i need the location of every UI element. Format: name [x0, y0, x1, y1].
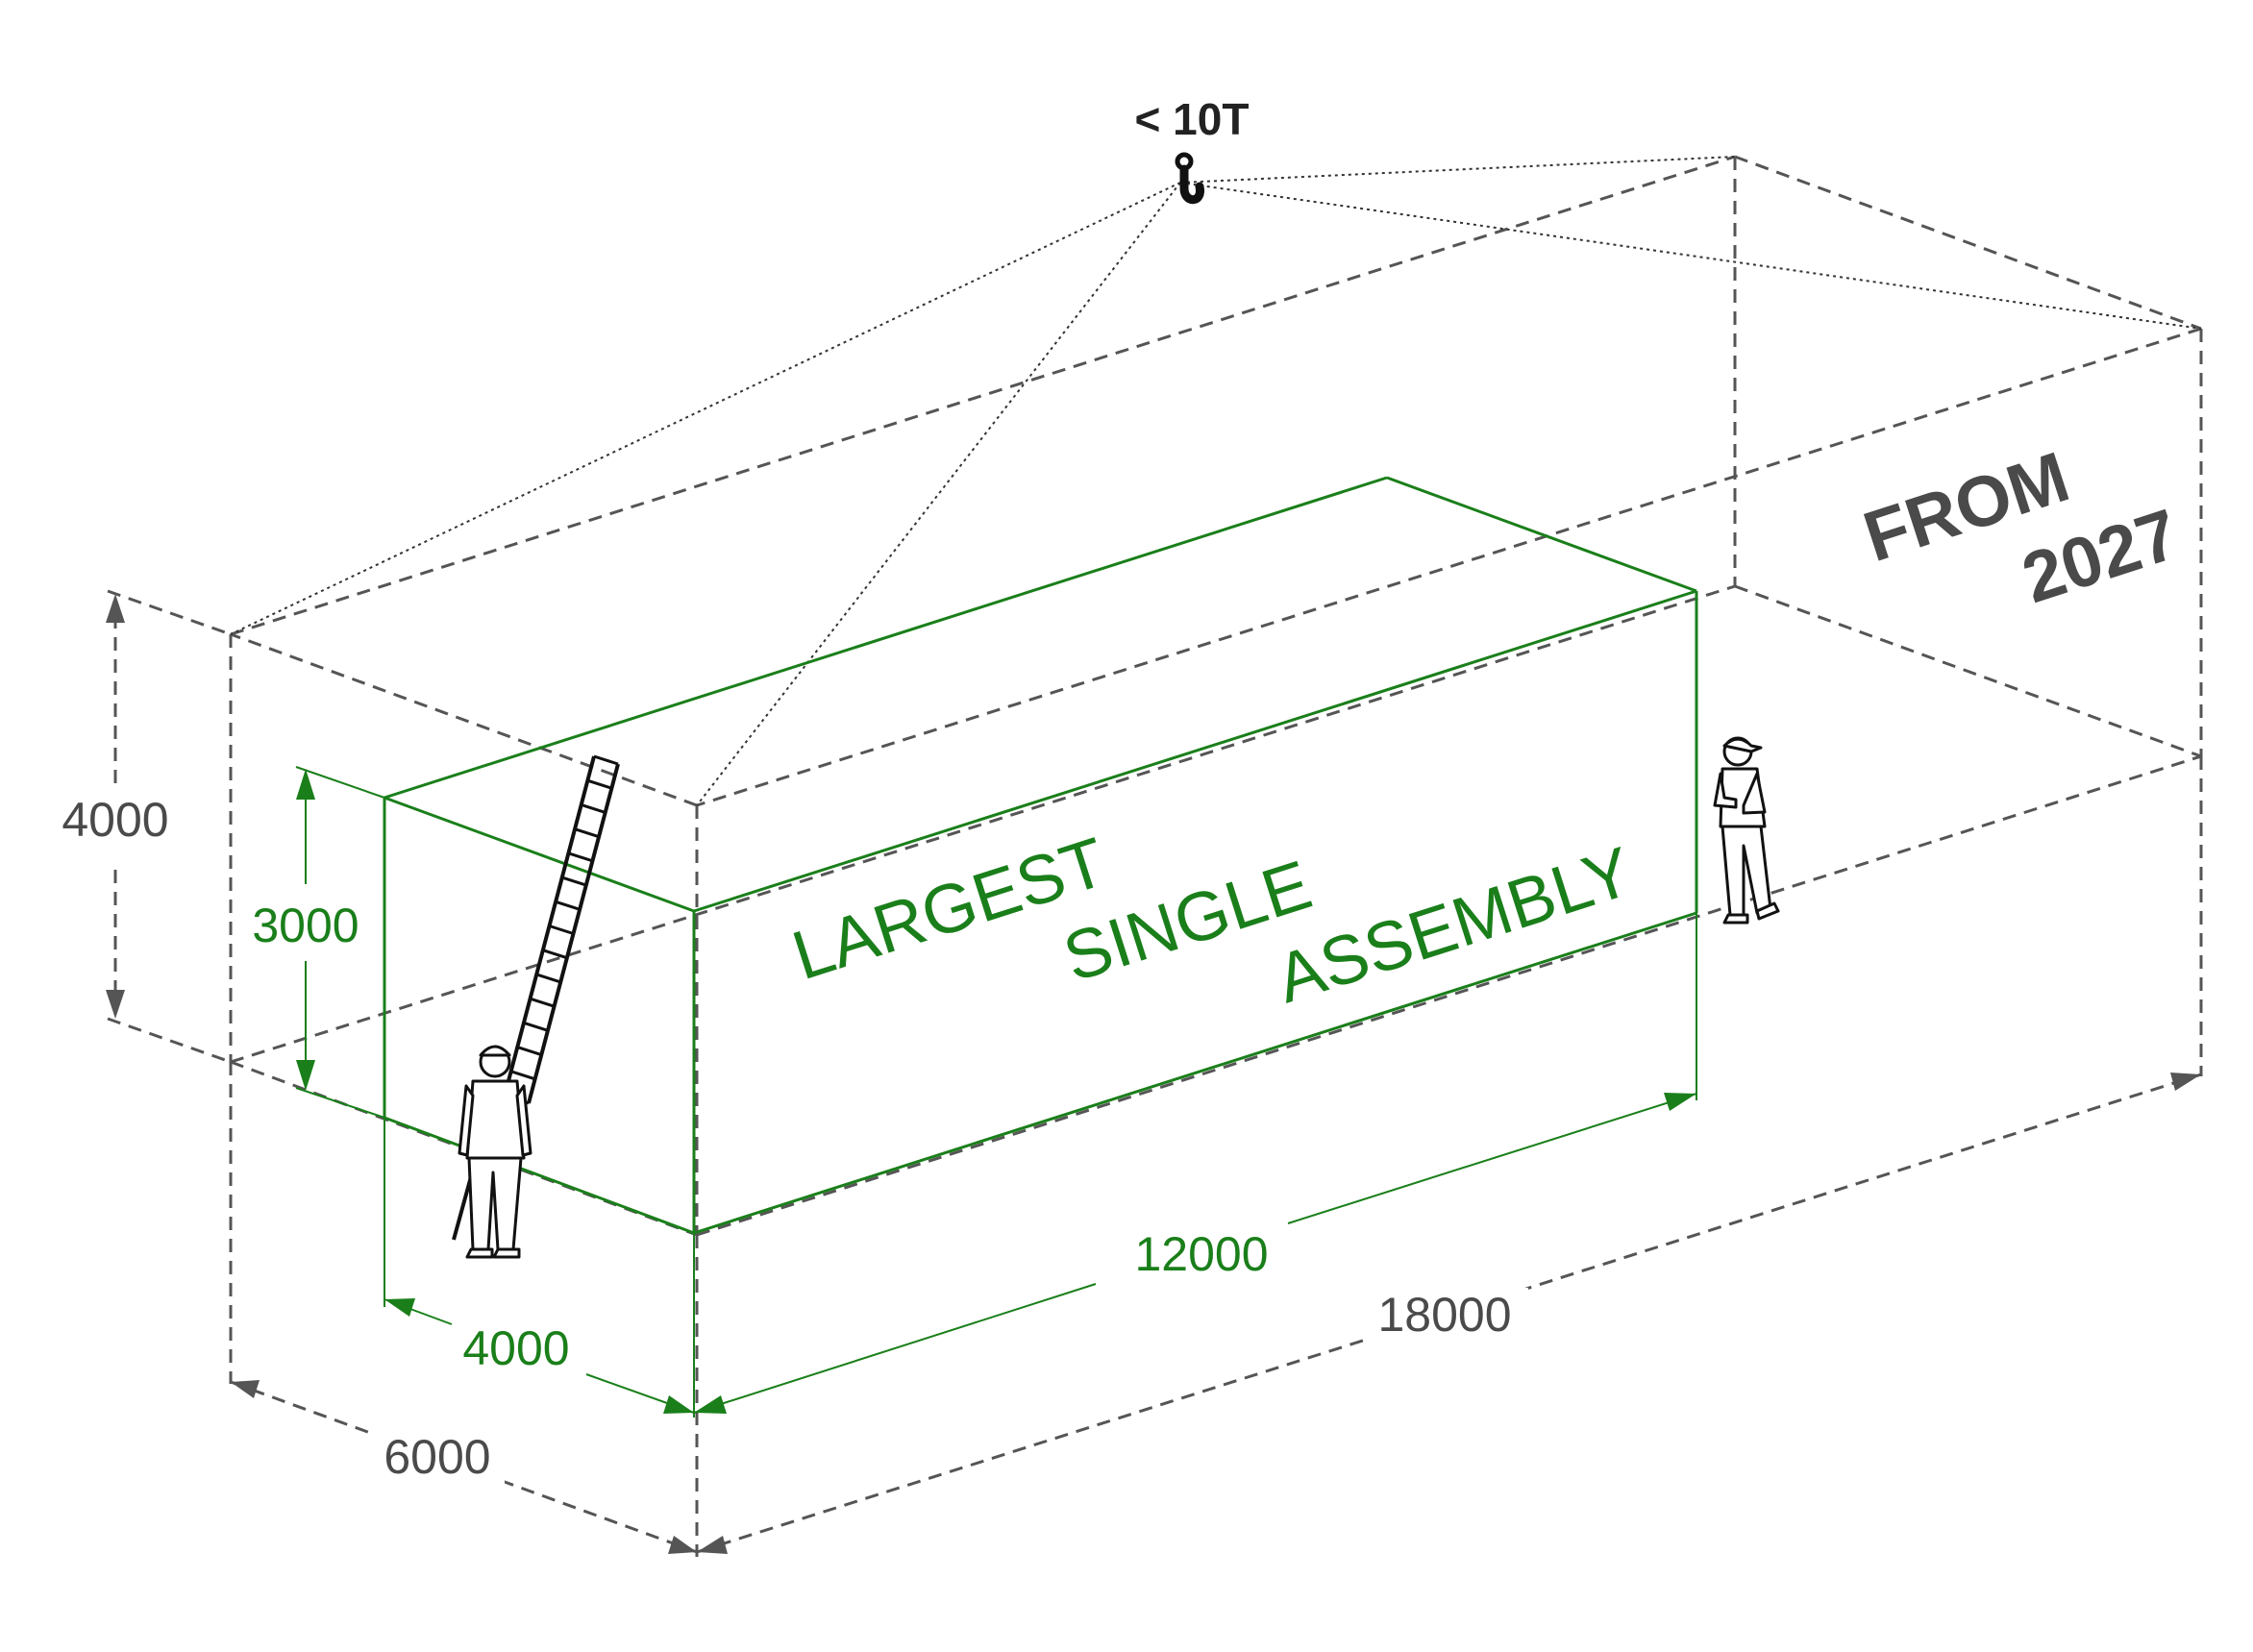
assembly-width-label: 4000: [462, 1321, 569, 1375]
availability-note: FROM 2027: [1854, 436, 2188, 618]
arrow-right-icon: [668, 1536, 697, 1554]
outer-length-dimension: 18000: [696, 756, 2203, 1554]
ladder-rung: [555, 900, 581, 911]
ladder-rung: [561, 875, 587, 887]
ladder-rung: [510, 1070, 536, 1081]
arrow-left-icon: [697, 1536, 728, 1554]
outer-height-label: 4000: [62, 793, 168, 847]
crane-rigging: < 10T: [230, 94, 2202, 806]
arrow-down-icon: [296, 1060, 315, 1091]
ladder-rung: [549, 925, 574, 935]
assembly-face-label: LARGEST SINGLE ASSEMBLY: [784, 824, 1642, 1018]
ladder-rung: [593, 754, 619, 766]
assembly-height-label: 3000: [252, 899, 359, 952]
ladder-rung: [535, 973, 561, 984]
assembly-box: [383, 476, 1698, 1235]
ladder-rung: [516, 1046, 542, 1057]
ladder-rung: [581, 802, 607, 814]
outer-envelope-box: [229, 155, 2203, 1237]
load-capacity-label: < 10T: [1135, 94, 1250, 144]
ladder-rung: [523, 1021, 549, 1032]
outer-width-dimension: 6000: [229, 1062, 699, 1557]
arrow-right-icon: [1664, 1093, 1696, 1111]
assembly-length-dimension: 12000: [693, 913, 1697, 1414]
ladder-rung: [530, 997, 556, 1008]
crane-hook-icon: [1175, 152, 1204, 205]
outer-height-dimension: 4000: [62, 589, 232, 1064]
label-word-largest: LARGEST: [784, 824, 1116, 995]
outer-width-label: 6000: [384, 1430, 490, 1484]
arrow-down-icon: [106, 990, 125, 1019]
arrow-up-icon: [106, 594, 125, 623]
ladder-rung: [586, 778, 612, 790]
worker-figure-icon: [458, 1045, 532, 1259]
arrow-up-icon: [296, 769, 315, 800]
arrow-left-icon: [231, 1380, 260, 1398]
outer-length-label: 18000: [1377, 1288, 1511, 1342]
ladder-rung: [567, 851, 593, 863]
assembly-height-dimension: 3000: [252, 766, 385, 1119]
ladder-rung: [574, 827, 600, 839]
assembly-width-dimension: 4000: [384, 1118, 695, 1418]
ladder-rung: [542, 949, 568, 960]
arrow-left-icon: [694, 1395, 727, 1414]
arrow-right-icon: [2170, 1073, 2201, 1091]
assembly-length-label: 12000: [1134, 1227, 1268, 1281]
arrow-left-icon: [384, 1298, 415, 1317]
arrow-right-icon: [663, 1395, 694, 1414]
standing-person-icon: [1713, 736, 1780, 925]
